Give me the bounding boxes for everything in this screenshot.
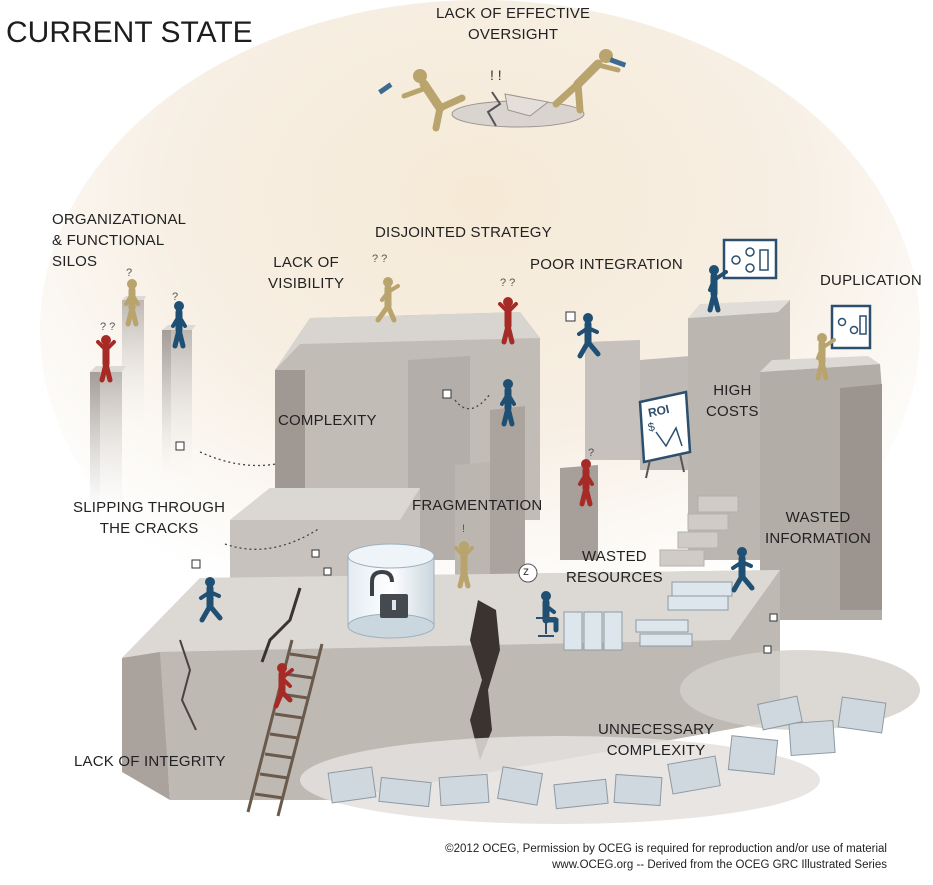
flowchart-board-top [722, 238, 778, 280]
label-wasted-resources: WASTED RESOURCES [566, 548, 663, 586]
blue-figure-silo [171, 301, 187, 349]
gold-figure-duplication [815, 333, 836, 381]
label-poor-integration: POOR INTEGRATION [530, 256, 683, 273]
label-complexity: COMPLEXITY [278, 412, 377, 429]
svg-text:?: ? [126, 267, 132, 279]
gold-figure-silo [124, 279, 140, 327]
rubble-servers [327, 695, 887, 810]
sleep-z-text: z [523, 564, 529, 578]
blue-figure-cracks [199, 577, 223, 623]
lock-drum [347, 543, 435, 639]
sleep-bubble [518, 563, 538, 583]
gold-figure-visibility [375, 277, 400, 323]
blue-figure-integration [577, 313, 601, 359]
svg-text:? ?: ? ? [500, 277, 515, 289]
label-wasted-information: WASTED INFORMATION [765, 509, 872, 547]
gold-figure-oversight-right [552, 49, 621, 114]
crack-front [179, 639, 197, 731]
red-figure-strategy [498, 297, 518, 345]
flowchart-board-right [830, 304, 872, 350]
gold-figure-fragmentation [454, 541, 474, 589]
paper-sheets [175, 311, 778, 654]
svg-text:? ?: ? ? [372, 253, 387, 265]
oversight-scene: ! ! [378, 49, 627, 132]
svg-text:!: ! [462, 523, 465, 535]
svg-text:?: ? [588, 447, 594, 459]
dotted-path-silos [199, 451, 277, 467]
red-figure-ladder [273, 663, 294, 709]
pencil-icon [378, 82, 393, 95]
central-crack [470, 600, 500, 760]
telescope-icon [609, 57, 627, 68]
dust-cloud-bottom [300, 736, 820, 824]
disc-piece [504, 93, 550, 117]
blue-figure-board [707, 265, 728, 313]
exclaim-marks: ! ! [490, 67, 502, 83]
crack-left [260, 587, 302, 663]
red-figure-fragmentation [578, 459, 594, 507]
silo-pillars [90, 296, 196, 532]
question-marks: ? ? ? ? ? ? ? ? ? ! [100, 253, 594, 535]
disc-crack [486, 91, 502, 127]
label-slipping-through-cracks: SLIPPING THROUGH THE CRACKS [73, 499, 226, 537]
label-high-costs: HIGH COSTS [706, 382, 759, 420]
blue-figure-complexity [500, 379, 516, 427]
label-disjointed-strategy: DISJOINTED STRATEGY [375, 224, 552, 241]
label-fragmentation: FRAGMENTATION [412, 497, 543, 514]
padlock-icon [370, 569, 408, 618]
office-chair [536, 617, 556, 637]
server-racks [563, 581, 733, 651]
copyright-notice: ©2012 OCEG, Permission by OCEG is requir… [445, 843, 887, 871]
svg-text:?: ? [172, 291, 178, 303]
label-duplication: DUPLICATION [820, 272, 922, 289]
label-lack-of-integrity: LACK OF INTEGRITY [74, 753, 226, 770]
roi-sign [638, 390, 692, 479]
red-figure-silo [96, 335, 116, 383]
label-unnecessary-complexity: UNNECESSARY COMPLEXITY [598, 721, 715, 759]
dotted-path-cracks [224, 527, 321, 550]
label-lack-of-visibility: LACK OF VISIBILITY [268, 254, 345, 292]
gold-figure-oversight-left [401, 69, 466, 132]
label-lack-of-oversight: LACK OF EFFECTIVE OVERSIGHT [436, 5, 591, 43]
svg-text:? ?: ? ? [100, 321, 115, 333]
blue-figure-wasted-info [731, 547, 755, 593]
page-title: CURRENT STATE [6, 16, 253, 49]
label-organizational-silos: ORGANIZATIONAL & FUNCTIONAL SILOS [52, 211, 187, 270]
